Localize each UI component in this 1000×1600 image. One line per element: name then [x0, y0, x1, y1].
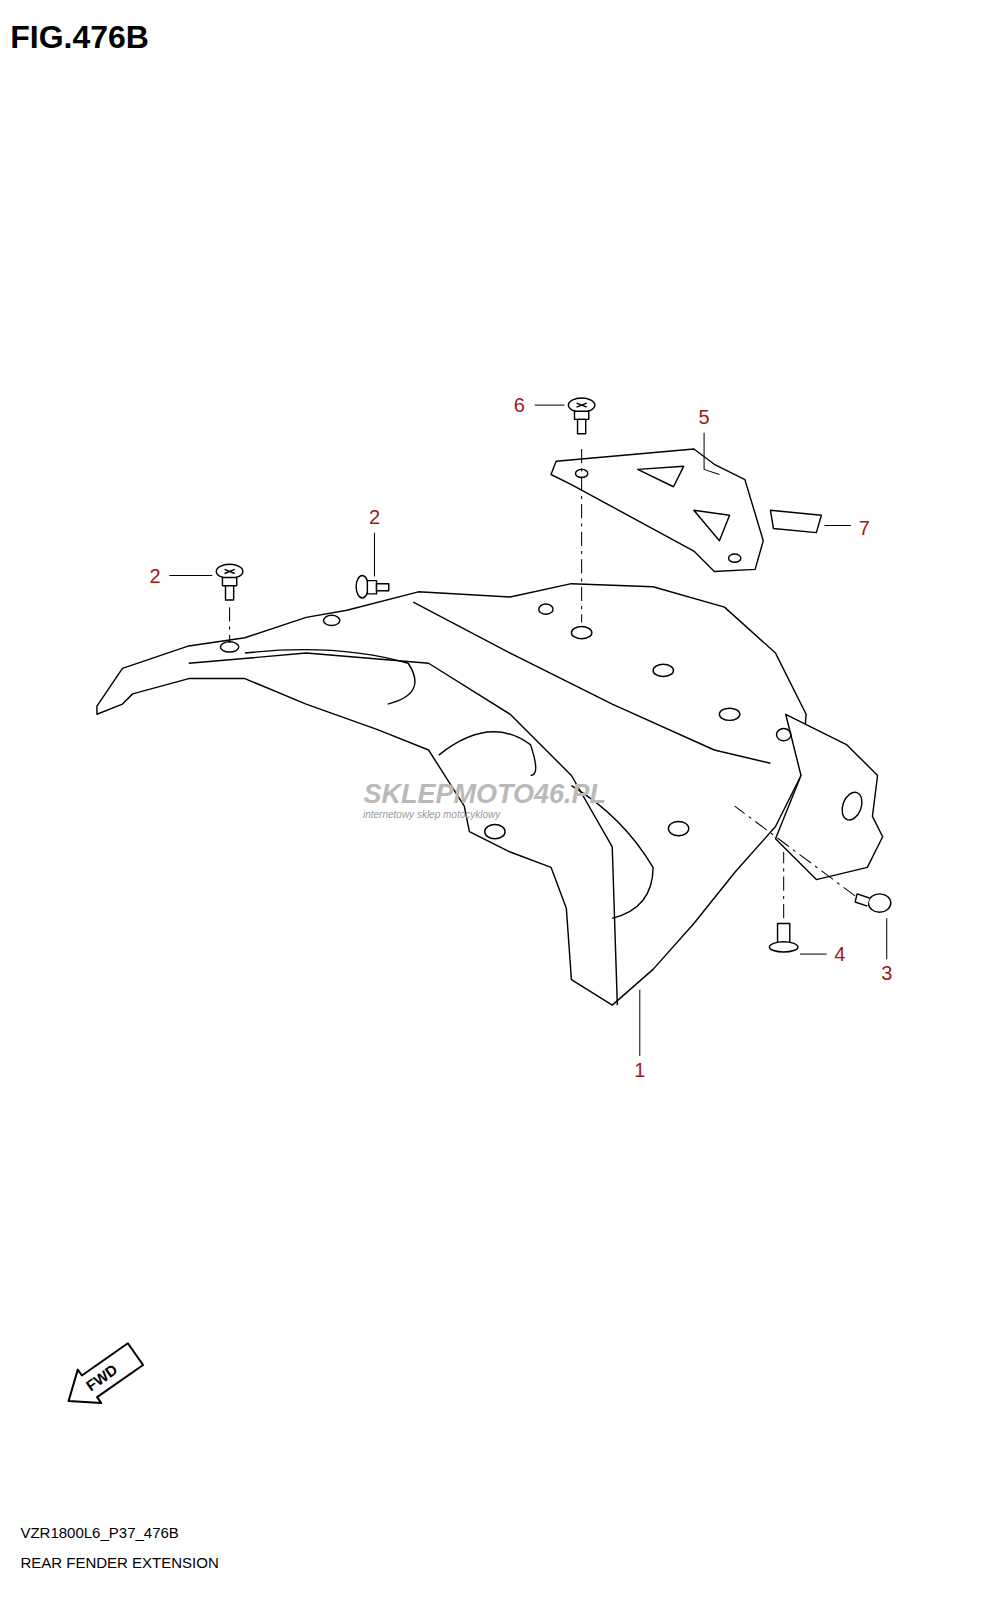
- fender-bracket: [776, 714, 883, 879]
- watermark: SKLEPMOTO46.PL: [363, 780, 606, 810]
- drawing-code: VZR1800L6_P37_476B: [20, 1524, 178, 1541]
- callout-number: 2: [369, 506, 380, 528]
- watermark: internetowy sklep motocyklowy: [363, 809, 500, 820]
- callout-number: 5: [699, 406, 710, 428]
- pad: [770, 510, 821, 532]
- callout-number: 7: [859, 517, 870, 539]
- callout-number: 1: [634, 1059, 645, 1081]
- callout-number: 3: [881, 962, 892, 984]
- figure-title: FIG.476B: [10, 20, 149, 55]
- mount-bracket: [551, 449, 763, 571]
- fwd-arrow: [57, 1337, 147, 1417]
- fender-body: [97, 584, 806, 1005]
- drawing-caption: REAR FENDER EXTENSION: [20, 1555, 218, 1572]
- callout-number: 6: [514, 394, 525, 416]
- callout-number: 2: [150, 565, 161, 587]
- fender-ridge: [413, 602, 770, 763]
- screw: [216, 398, 890, 952]
- callout-number: 4: [834, 943, 845, 965]
